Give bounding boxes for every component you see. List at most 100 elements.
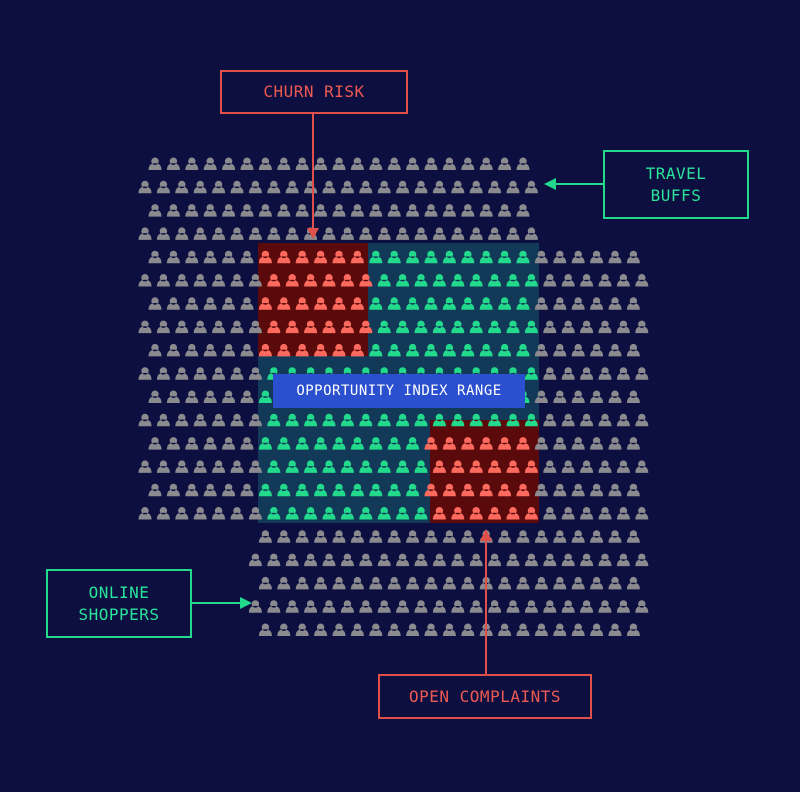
person-icon (258, 343, 272, 357)
person-icon (524, 320, 538, 334)
person-icon (626, 576, 640, 590)
person-icon (469, 413, 483, 427)
person-icon (479, 204, 493, 217)
person-icon (590, 623, 604, 636)
person-icon (258, 483, 272, 497)
person-icon (516, 530, 530, 543)
person-icon (369, 623, 383, 636)
person-icon (340, 600, 354, 613)
person-icon (185, 250, 199, 264)
person-icon (414, 274, 428, 287)
person-icon (406, 483, 420, 497)
person-icon (304, 460, 318, 473)
person-icon (553, 576, 567, 590)
person-icon (424, 576, 438, 590)
person-icon (332, 343, 346, 357)
person-icon (608, 250, 622, 264)
person-icon (248, 506, 262, 520)
person-icon (543, 600, 557, 613)
person-icon (461, 250, 475, 264)
person-icon (295, 204, 309, 217)
person-icon (479, 250, 493, 264)
person-icon (277, 250, 291, 264)
person-icon (543, 274, 557, 287)
person-icon (506, 180, 520, 194)
person-icon (461, 623, 475, 636)
person-icon (314, 530, 328, 543)
person-icon (377, 227, 391, 240)
person-icon (258, 437, 272, 450)
person-icon (230, 367, 244, 380)
person-icon (193, 507, 207, 520)
person-icon (396, 274, 410, 287)
person-icon (322, 273, 336, 287)
person-icon (543, 460, 557, 473)
person-icon (359, 320, 373, 334)
person-icon (598, 367, 612, 380)
person-icon (396, 320, 410, 334)
person-icon (598, 460, 612, 473)
person-icon (580, 600, 594, 613)
person-icon (590, 576, 604, 590)
person-icon (406, 437, 420, 450)
person-icon (340, 180, 354, 194)
person-icon (414, 227, 428, 240)
person-icon (543, 413, 557, 427)
person-icon (626, 623, 640, 636)
person-icon (524, 507, 538, 520)
person-icon (322, 460, 336, 473)
person-icon (451, 273, 465, 287)
person-icon (212, 227, 226, 240)
person-icon (295, 437, 309, 450)
person-icon (175, 273, 189, 287)
person-icon (608, 390, 622, 403)
person-icon (359, 274, 373, 287)
person-icon (212, 413, 226, 427)
person-icon (148, 343, 162, 357)
person-icon (267, 460, 281, 473)
person-icon (461, 204, 475, 217)
person-icon (166, 297, 180, 310)
person-icon (534, 390, 548, 403)
person-icon (616, 413, 630, 427)
person-icon (230, 320, 244, 334)
person-icon (240, 297, 254, 310)
person-icon (185, 157, 199, 170)
person-icon (635, 413, 649, 427)
person-icon (516, 483, 530, 497)
person-icon (524, 274, 538, 287)
person-icon (138, 180, 152, 194)
person-icon (432, 600, 446, 613)
arrow-icon (480, 529, 492, 541)
person-icon (387, 530, 401, 543)
person-icon (359, 413, 373, 427)
person-icon (432, 413, 446, 427)
person-icon (314, 437, 328, 450)
person-icon (635, 507, 649, 520)
churn-risk-callout: CHURN RISK (220, 70, 408, 114)
person-icon (156, 367, 170, 380)
person-icon (277, 483, 291, 497)
person-icon (203, 437, 217, 450)
person-icon (442, 483, 456, 497)
person-icon (506, 227, 520, 240)
person-icon (571, 250, 585, 264)
person-icon (332, 157, 346, 170)
person-icon (340, 274, 354, 287)
open-complaints-callout: OPEN COMPLAINTS (378, 674, 592, 719)
person-icon (516, 437, 530, 450)
person-icon (277, 437, 291, 450)
arrows-layer (191, 113, 604, 674)
person-icon (258, 530, 272, 543)
person-icon (406, 204, 420, 217)
person-icon (314, 250, 328, 264)
person-icon (340, 553, 354, 567)
person-icon (377, 320, 391, 334)
person-icon (314, 297, 328, 310)
person-icon (138, 413, 152, 427)
person-icon (377, 600, 391, 613)
person-icon (295, 250, 309, 264)
person-icon (524, 600, 538, 613)
person-icon (369, 297, 383, 310)
person-icon (387, 297, 401, 310)
